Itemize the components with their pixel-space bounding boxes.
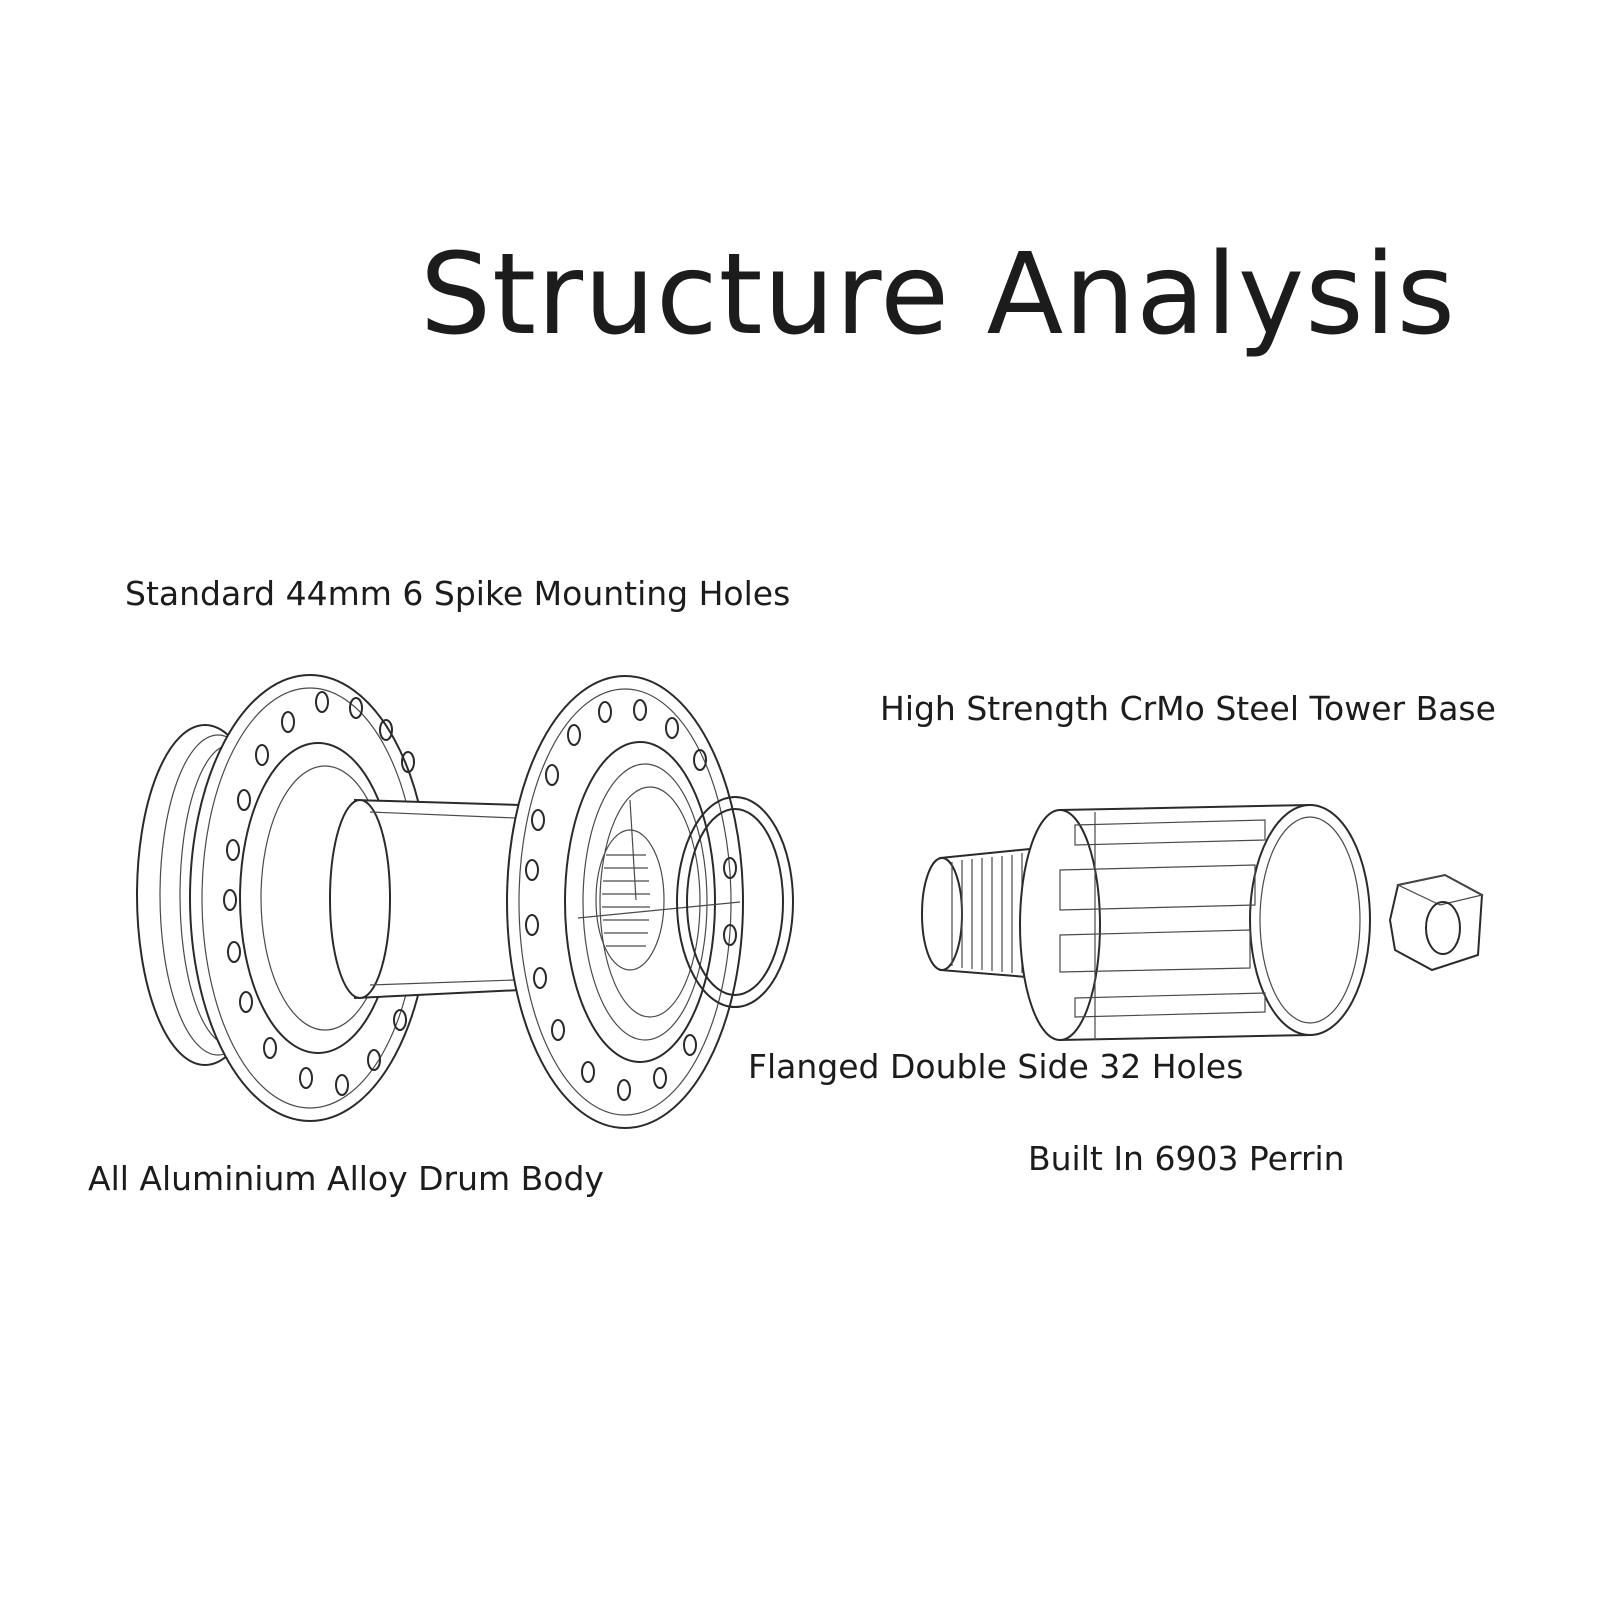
right-flange-holes [525, 699, 737, 1101]
left-flange-holes [223, 691, 415, 1096]
label-flanged-holes: Flanged Double Side 32 Holes [748, 1047, 1244, 1086]
label-tower-base: High Strength CrMo Steel Tower Base [880, 689, 1496, 728]
lock-nut-drawing [1388, 873, 1484, 972]
label-bearing: Built In 6903 Perrin [1028, 1139, 1345, 1178]
diagram-title: Structure Analysis [419, 230, 1457, 360]
freehub-drawing [921, 803, 1371, 1042]
label-spike-mounting-holes: Standard 44mm 6 Spike Mounting Holes [125, 574, 791, 613]
label-drum-body: All Aluminium Alloy Drum Body [88, 1159, 604, 1198]
hub-body-drawing [136, 674, 794, 1129]
snap-ring [676, 796, 794, 1008]
right-flange [506, 675, 744, 1129]
